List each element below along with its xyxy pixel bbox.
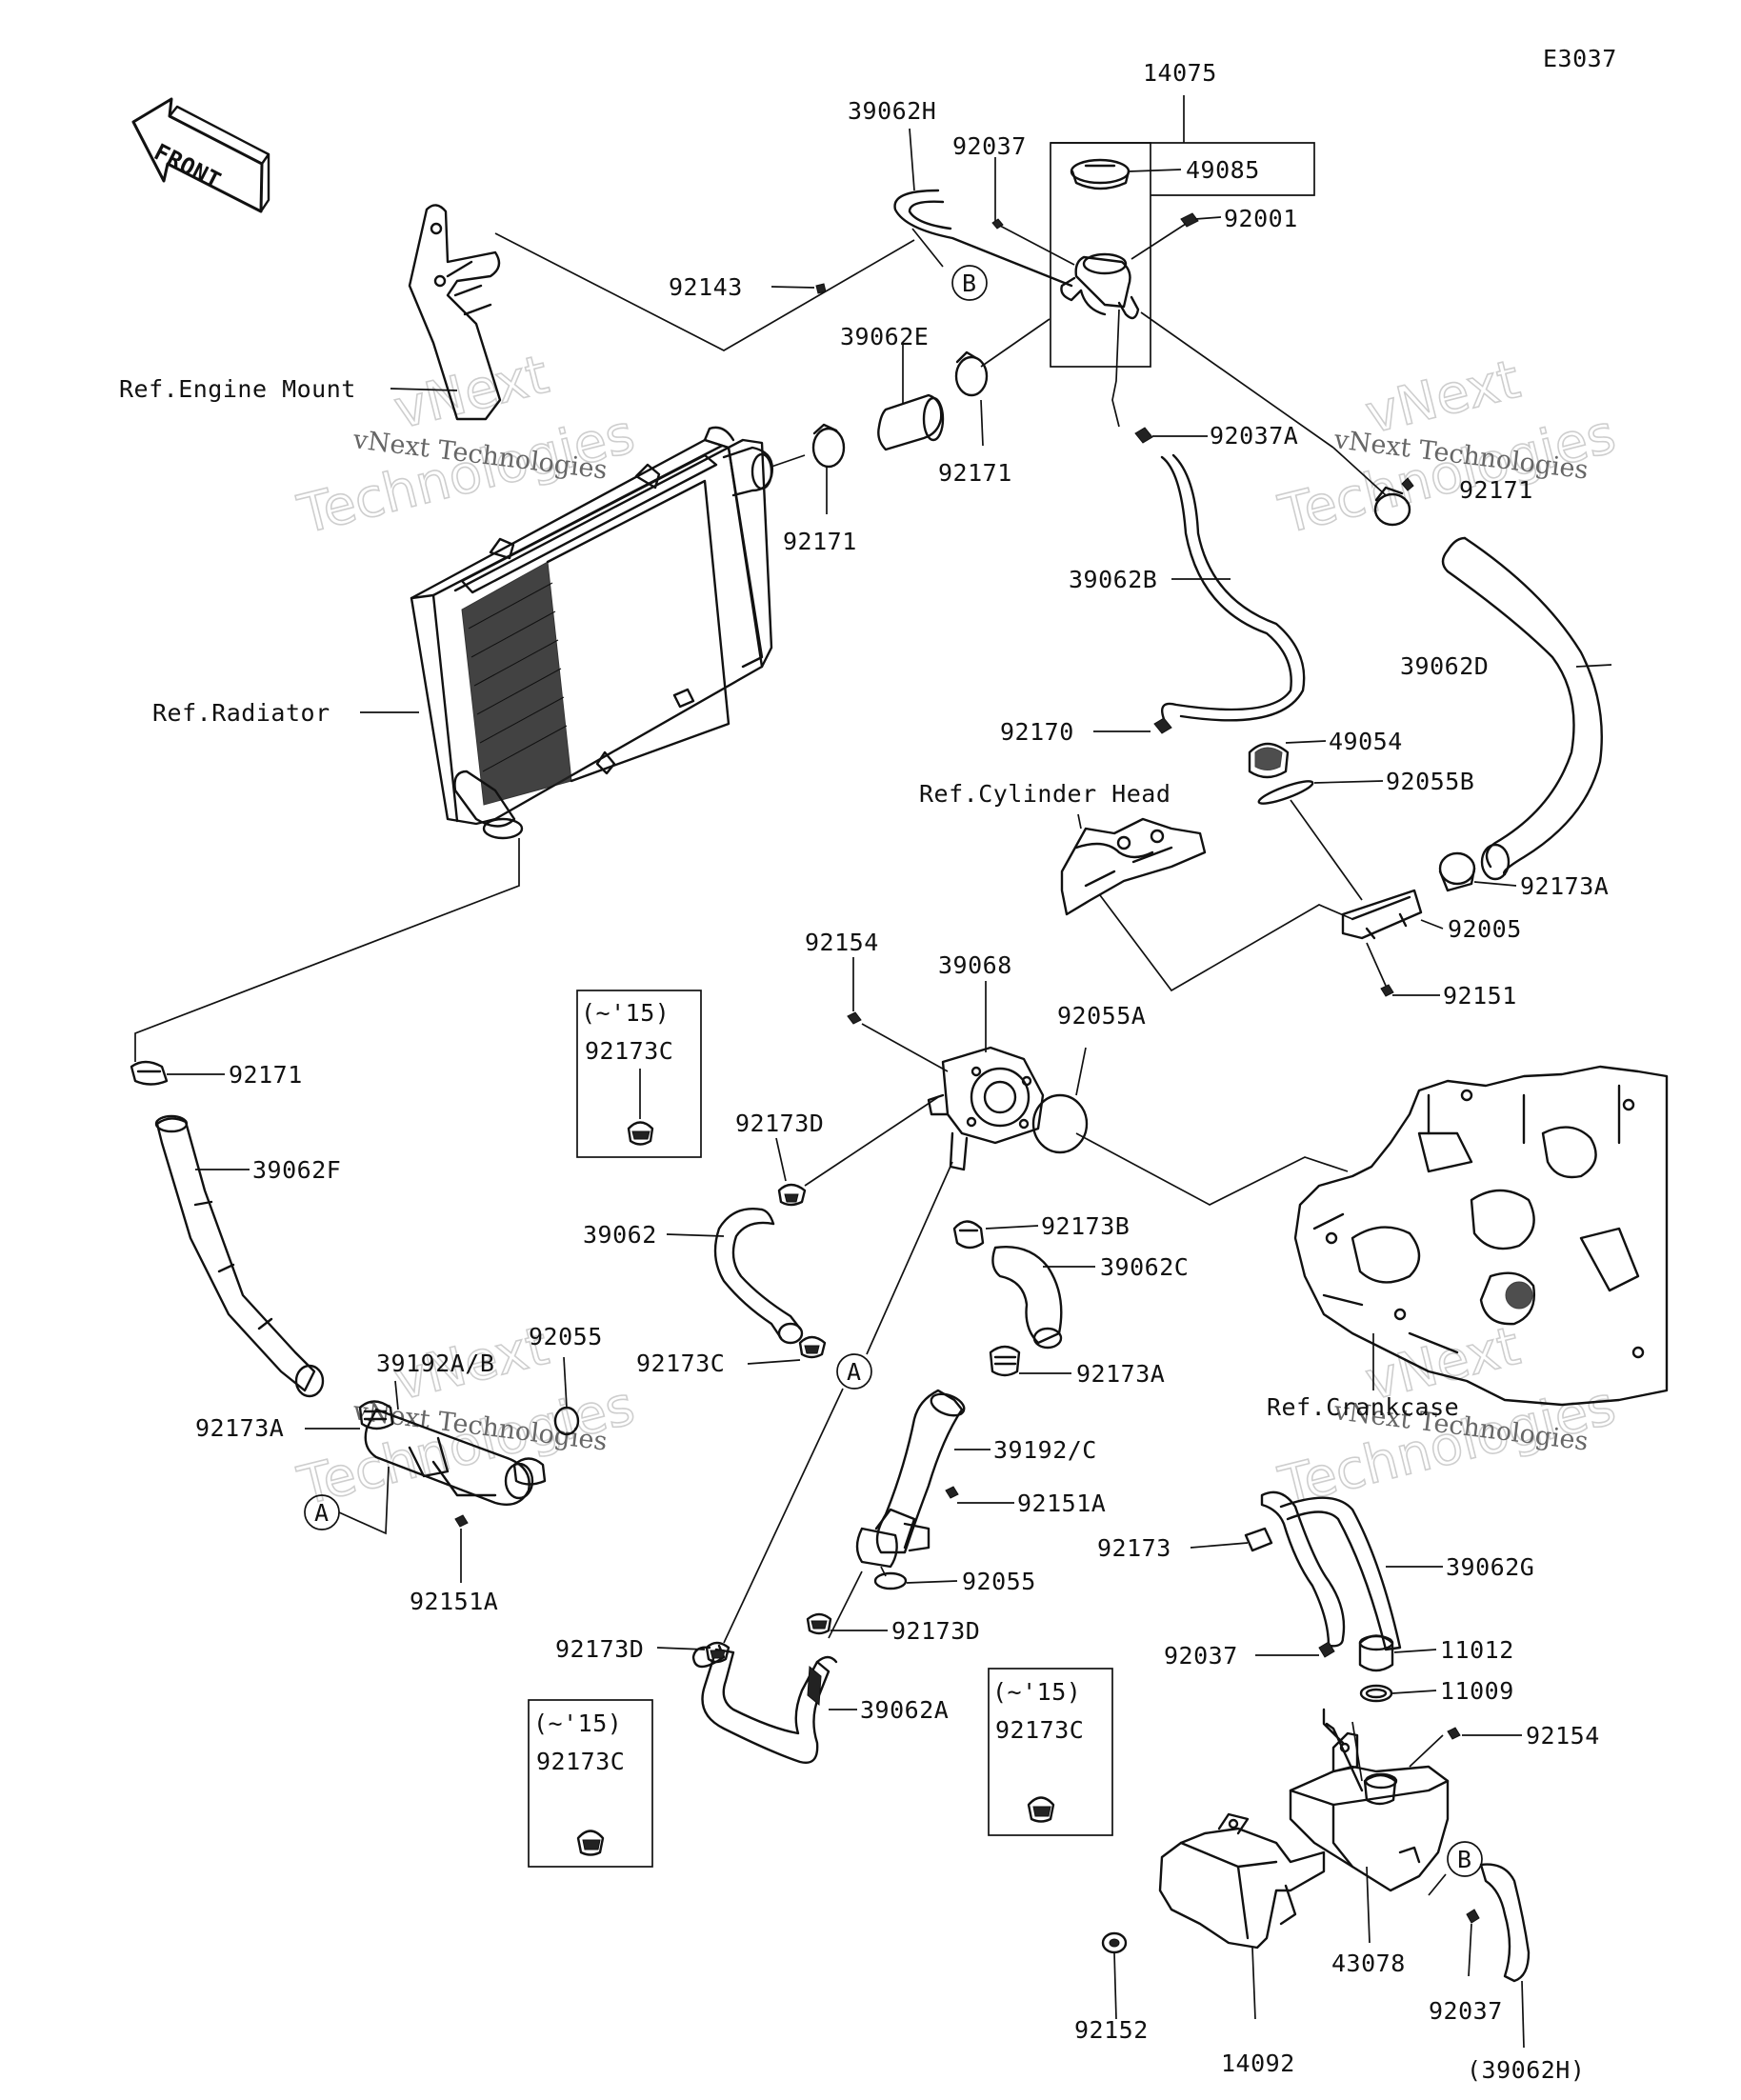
label-49085: 49085 xyxy=(1186,156,1260,184)
watermark: vNext Technologies vNext Technologies vN… xyxy=(291,343,1622,1518)
label-92055-left: 92055 xyxy=(529,1323,603,1350)
label-92171-a: 92171 xyxy=(938,459,1012,487)
label-92173A-left: 92173A xyxy=(195,1414,284,1442)
hose-39062 xyxy=(666,1096,939,1365)
label-92173-tank: 92173 xyxy=(1097,1534,1171,1562)
hose-39062D xyxy=(1140,311,1612,881)
hose-39062E xyxy=(770,318,1051,514)
label-92151A-mid: 92151A xyxy=(1017,1490,1106,1517)
label-92173D-bl: 92173D xyxy=(555,1635,644,1663)
reservoir-tank: B xyxy=(1101,1490,1531,2049)
svg-text:FRONT: FRONT xyxy=(150,138,225,194)
label-39062F: 39062F xyxy=(252,1156,341,1184)
label-92143: 92143 xyxy=(669,273,743,301)
label-92152: 92152 xyxy=(1074,2016,1149,2044)
label-92171-c: 92171 xyxy=(1459,476,1533,504)
svg-text:92173C: 92173C xyxy=(585,1037,673,1065)
label-39192C: 39192/C xyxy=(993,1436,1097,1464)
label-92170: 92170 xyxy=(1000,718,1074,746)
label-92055A: 92055A xyxy=(1057,1002,1146,1030)
label-39062C: 39062C xyxy=(1100,1253,1189,1281)
label-92154-tank: 92154 xyxy=(1526,1722,1600,1750)
marker-a-mid: A xyxy=(723,1161,953,1644)
cylinder-head xyxy=(1060,813,1353,992)
svg-text:92173C: 92173C xyxy=(995,1716,1084,1744)
label-92005: 92005 xyxy=(1448,915,1522,943)
diagram-code: E3037 xyxy=(1543,45,1617,72)
part-labels: 14075 39062H 92037 49085 92001 92143 390… xyxy=(119,59,1609,2084)
label-92173D-br: 92173D xyxy=(891,1617,980,1645)
label-39192AB: 39192A/B xyxy=(376,1350,494,1377)
svg-text:A: A xyxy=(847,1358,861,1386)
label-92001: 92001 xyxy=(1224,205,1298,232)
svg-text:(~'15): (~'15) xyxy=(533,1710,622,1737)
hose-39062H xyxy=(893,128,1073,288)
label-92154-mid: 92154 xyxy=(805,929,879,956)
engine-mount-bracket xyxy=(390,204,502,421)
hose-39062B xyxy=(1093,309,1306,734)
marker-b-top: B xyxy=(951,265,988,301)
label-92173A-right: 92173A xyxy=(1520,872,1609,900)
note-box-mid: (~'15) 92173C xyxy=(576,990,702,1158)
front-arrow-icon: FRONT xyxy=(131,97,270,213)
label-92173A-mid: 92173A xyxy=(1076,1360,1165,1388)
svg-text:B: B xyxy=(1457,1846,1471,1873)
label-14075: 14075 xyxy=(1143,59,1217,87)
label-39062E: 39062E xyxy=(840,323,929,350)
label-43078: 43078 xyxy=(1331,1950,1406,1977)
label-49054: 49054 xyxy=(1329,728,1403,755)
ref-engine-mount: Ref.Engine Mount xyxy=(119,375,356,403)
hose-39062C xyxy=(952,1220,1095,1377)
pipe-39192C xyxy=(855,1389,1014,1590)
label-39062H-ref: (39062H) xyxy=(1467,2056,1585,2084)
note-box-bottom-left: (~'15) 92173C xyxy=(528,1699,653,1868)
leader-92143 xyxy=(494,232,915,351)
svg-text:A: A xyxy=(314,1499,329,1527)
label-92171-b: 92171 xyxy=(783,528,857,555)
label-92055B: 92055B xyxy=(1386,768,1474,795)
label-92173D-mid: 92173D xyxy=(735,1110,824,1137)
note-box-bottom-mid: (~'15) 92173C xyxy=(988,1668,1113,1836)
water-pump xyxy=(847,957,1349,1206)
thermostat-group xyxy=(1248,740,1517,997)
label-14092: 14092 xyxy=(1221,2050,1295,2077)
label-92037A: 92037A xyxy=(1210,422,1298,450)
label-39062G: 39062G xyxy=(1446,1553,1534,1581)
label-39062A: 39062A xyxy=(860,1696,949,1724)
thermostat-housing-group xyxy=(991,95,1315,368)
label-92037-tank: 92037 xyxy=(1164,1642,1238,1670)
svg-text:B: B xyxy=(962,270,976,297)
label-92173B: 92173B xyxy=(1041,1212,1130,1240)
label-92173C-mid: 92173C xyxy=(636,1350,725,1377)
label-39062D: 39062D xyxy=(1400,652,1489,680)
svg-text:92173C: 92173C xyxy=(536,1748,625,1775)
crankcase xyxy=(1293,1065,1669,1407)
label-39062H: 39062H xyxy=(848,97,936,125)
ref-crankcase: Ref.Crankcase xyxy=(1267,1393,1459,1421)
label-11012: 11012 xyxy=(1440,1636,1514,1664)
label-92151: 92151 xyxy=(1443,982,1517,1010)
label-92037-top: 92037 xyxy=(952,132,1027,160)
leader-radiator-to-92171 xyxy=(134,838,520,1062)
svg-text:(~'15): (~'15) xyxy=(992,1678,1081,1706)
label-39062: 39062 xyxy=(583,1221,657,1249)
ref-radiator: Ref.Radiator xyxy=(152,699,330,727)
label-39062B: 39062B xyxy=(1069,566,1157,593)
label-92055-mid: 92055 xyxy=(962,1568,1036,1595)
label-92151A-left: 92151A xyxy=(410,1588,498,1615)
label-39068: 39068 xyxy=(938,951,1012,979)
label-92037-bottom: 92037 xyxy=(1429,1997,1503,2025)
ref-cylinder-head: Ref.Cylinder Head xyxy=(919,780,1171,808)
lower-left-group: A xyxy=(130,1060,580,1583)
hose-39062A xyxy=(656,1570,888,1764)
radiator xyxy=(360,426,773,840)
label-92171-left: 92171 xyxy=(229,1061,303,1089)
label-11009: 11009 xyxy=(1440,1677,1514,1705)
svg-text:(~'15): (~'15) xyxy=(581,999,670,1027)
